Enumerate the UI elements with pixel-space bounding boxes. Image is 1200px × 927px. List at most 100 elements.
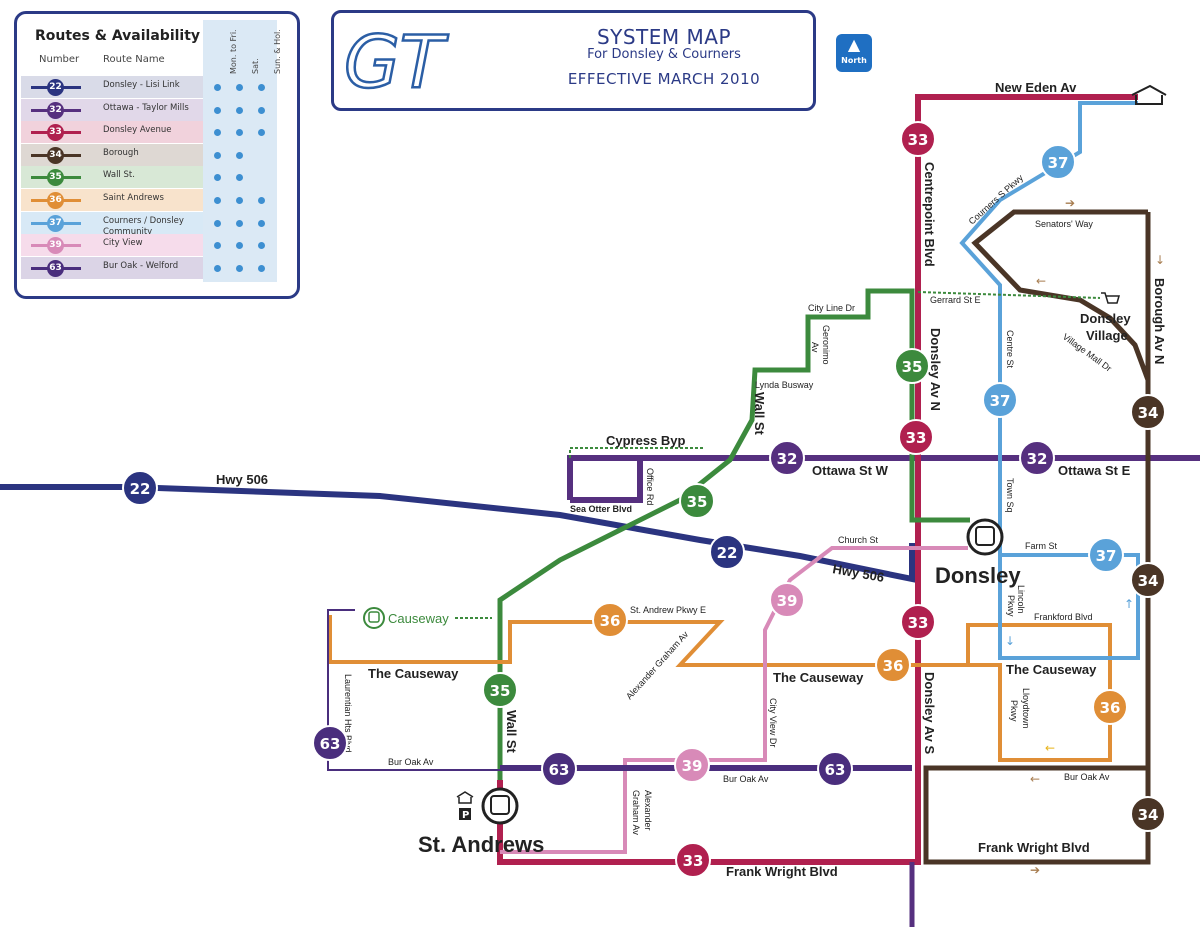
svg-text:32: 32 — [1027, 450, 1048, 468]
route-34-loop-line[interactable] — [971, 209, 1151, 381]
svg-text:37: 37 — [1048, 154, 1069, 172]
availability-dot — [214, 84, 221, 91]
route-badge-33[interactable]: 33 — [900, 604, 936, 640]
street-hwy506-e: Hwy 506 — [831, 561, 885, 585]
street-donsley-av-n: Donsley Av N — [928, 328, 943, 411]
availability-dot — [236, 84, 243, 91]
route-36-loop-line[interactable] — [966, 623, 1112, 665]
legend-route-badge: 35 — [47, 169, 64, 187]
route-37-line[interactable] — [959, 101, 1140, 660]
availability-dot — [258, 129, 265, 137]
route-badge-34[interactable]: 34 — [1130, 394, 1166, 430]
street-the-causeway-c: The Causeway — [773, 670, 864, 685]
legend-title: Routes & Availability — [35, 28, 201, 44]
shopping-cart-icon — [1101, 292, 1120, 304]
route-badge-36[interactable]: 36 — [1092, 689, 1128, 725]
route-badge-37[interactable]: 37 — [1040, 144, 1076, 180]
route-badge-39[interactable]: 39 — [674, 747, 710, 783]
street-city-view: City View Dr — [768, 698, 778, 747]
route-badge-33[interactable]: 33 — [898, 419, 934, 455]
cypress-dotted-path — [569, 447, 705, 458]
route-39-line[interactable] — [500, 546, 968, 854]
svg-text:63: 63 — [320, 735, 341, 753]
route-badge-37[interactable]: 37 — [1088, 537, 1124, 573]
street-borough-n: Borough Av N — [1152, 278, 1167, 364]
route-badge-63[interactable]: 63 — [817, 751, 853, 787]
route-badge-34[interactable]: 34 — [1130, 562, 1166, 598]
label-causeway-station: Causeway — [388, 611, 449, 626]
parking-icon: P — [459, 808, 471, 821]
train-station-icon — [363, 607, 385, 629]
street-church: Church St — [838, 535, 879, 545]
gt-logo: GT — [344, 25, 450, 95]
legend-route-name: City View — [103, 238, 143, 249]
svg-text:22: 22 — [130, 480, 151, 498]
svg-text:36: 36 — [1100, 699, 1121, 717]
svg-text:➔: ➔ — [1065, 196, 1075, 210]
route-badge-63[interactable]: 63 — [312, 725, 348, 761]
north-arrow-icon: ▲ — [847, 35, 861, 54]
legend-route-name: Courners / Donsley Community — [103, 215, 184, 237]
route-badge-63[interactable]: 63 — [541, 751, 577, 787]
svg-text:36: 36 — [600, 612, 621, 630]
legend-route-badge: 33 — [47, 124, 64, 142]
route-badge-37[interactable]: 37 — [982, 382, 1018, 418]
availability-dot — [214, 197, 221, 204]
street-ottawa-w: Ottawa St W — [812, 463, 889, 478]
route-badge-33[interactable]: 33 — [900, 121, 936, 157]
svg-text:↓: ↓ — [1155, 253, 1165, 267]
route-badge-35[interactable]: 35 — [679, 483, 715, 519]
svg-text:35: 35 — [490, 682, 511, 700]
title-line-1: SYSTEM MAP — [596, 25, 732, 49]
availability-dot — [236, 151, 243, 159]
svg-text:39: 39 — [682, 757, 703, 775]
street-gerrard: Gerrard St E — [930, 295, 981, 305]
street-bur-oak-c: Bur Oak Av — [723, 774, 769, 784]
street-senators: Senators' Way — [1035, 219, 1093, 229]
direction-arrows: ➔ ↓ ← ← ➔ — [1030, 196, 1165, 877]
route-badge-32[interactable]: 32 — [1019, 440, 1055, 476]
street-donsley-av-s: Donsley Av S — [922, 672, 937, 754]
street-hwy506-w: Hwy 506 — [216, 472, 268, 487]
route-badge-35[interactable]: 35 — [482, 672, 518, 708]
route-63-laurentian-line[interactable] — [327, 609, 500, 771]
route-badge-35[interactable]: 35 — [894, 348, 930, 384]
legend-route-badge: 36 — [47, 192, 64, 209]
svg-text:35: 35 — [687, 493, 708, 511]
route-34-line[interactable] — [923, 212, 1151, 865]
svg-text:←: ← — [1036, 274, 1046, 288]
route-36-line[interactable] — [328, 615, 1112, 762]
route-badge-34[interactable]: 34 — [1130, 796, 1166, 832]
route-badge-39[interactable]: 39 — [769, 582, 805, 618]
route-badge-32[interactable]: 32 — [769, 440, 805, 476]
legend-route-badge: 32 — [47, 101, 64, 119]
svg-text:35: 35 — [902, 358, 923, 376]
route-33-line[interactable] — [497, 94, 1138, 865]
route-badge-36[interactable]: 36 — [592, 602, 628, 638]
route-badge-22[interactable]: 22 — [709, 534, 745, 570]
availability-dot — [258, 197, 265, 204]
svg-text:33: 33 — [908, 131, 929, 149]
route-badge-33[interactable]: 33 — [675, 842, 711, 878]
direction-arrows-blue: ↓ ↑ — [1005, 597, 1134, 648]
route-35-line[interactable] — [497, 288, 970, 780]
svg-text:63: 63 — [825, 761, 846, 779]
street-city-line: City Line Dr — [808, 303, 855, 313]
route-32-office-line[interactable] — [570, 458, 643, 503]
street-sea-otter: Sea Otter Blvd — [570, 504, 632, 514]
route-badge-36[interactable]: 36 — [875, 647, 911, 683]
availability-dot — [258, 219, 265, 227]
route-badge-22[interactable]: 22 — [122, 470, 158, 506]
street-town-sq: Town Sq — [1005, 478, 1015, 513]
